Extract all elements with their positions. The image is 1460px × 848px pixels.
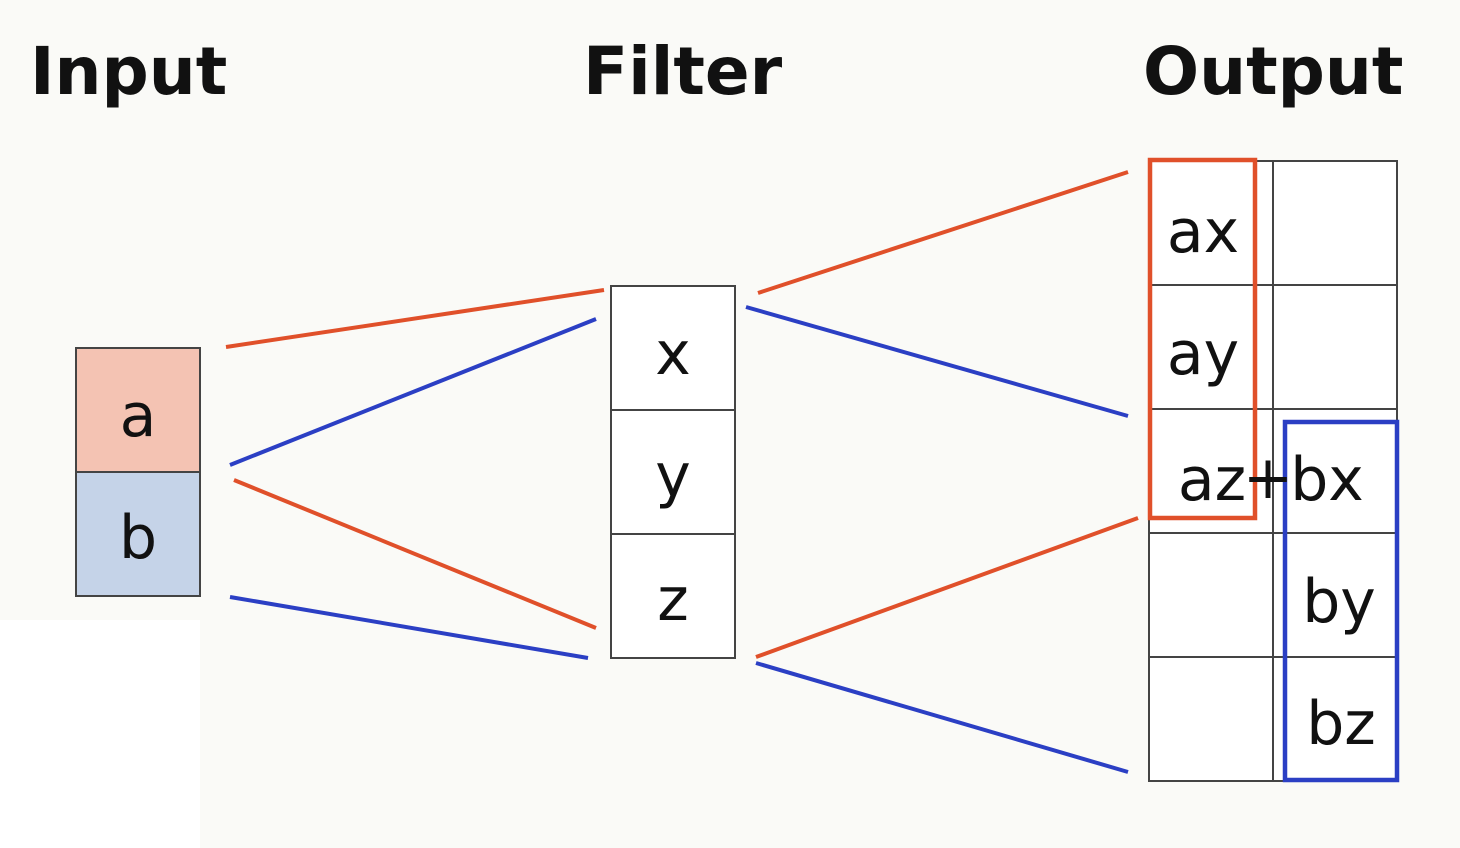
output-cell-r1-c2 — [1272, 160, 1398, 286]
filter-cell-y — [610, 409, 736, 535]
output-label-bz: bz — [1306, 689, 1376, 759]
output-heading: Output — [1143, 33, 1404, 110]
input-cell-a — [75, 347, 201, 473]
output-cell-r2-c2 — [1272, 284, 1398, 410]
input-column: a b — [75, 347, 201, 597]
input-cell-b — [75, 471, 201, 597]
line-x-bx — [745, 305, 1129, 418]
output-cell-r5-c1 — [1148, 656, 1274, 782]
output-grid: ax ay az + bx by bz — [1147, 157, 1400, 783]
output-cell-r4-c1 — [1148, 532, 1274, 658]
output-cell-r1-c1 — [1148, 160, 1274, 286]
line-a-x — [225, 288, 605, 349]
output-label-bx: bx — [1290, 445, 1364, 515]
filter-cell-x — [610, 285, 736, 411]
output-label-ax: ax — [1167, 197, 1239, 267]
output-label-plus: + — [1243, 443, 1293, 513]
output-cell-r3-c2 — [1272, 408, 1398, 534]
input-label-b: b — [119, 503, 157, 573]
filter-column: x y z — [610, 285, 736, 659]
line-b-x — [229, 317, 597, 467]
filter-cell-z — [610, 533, 736, 659]
filter-heading: Filter — [583, 33, 783, 110]
output-label-by: by — [1302, 567, 1376, 637]
blue-highlight-box — [1282, 419, 1400, 783]
output-cell-r5-c2 — [1272, 656, 1398, 782]
filter-label-z: z — [657, 565, 689, 635]
red-highlight-box — [1147, 157, 1258, 521]
output-label-az: az — [1178, 445, 1246, 515]
background-patch — [0, 620, 200, 848]
line-z-az — [755, 516, 1139, 659]
output-cell-r2-c1 — [1148, 284, 1274, 410]
output-label-ay: ay — [1167, 319, 1239, 389]
line-b-z — [229, 595, 589, 660]
input-heading: Input — [30, 33, 228, 110]
connection-lines — [225, 170, 1139, 774]
filter-label-x: x — [655, 319, 691, 389]
input-label-a: a — [120, 381, 157, 451]
line-a-z — [233, 478, 597, 630]
line-z-bz — [755, 661, 1129, 774]
filter-label-y: y — [655, 441, 691, 511]
line-x-ax — [757, 170, 1129, 295]
